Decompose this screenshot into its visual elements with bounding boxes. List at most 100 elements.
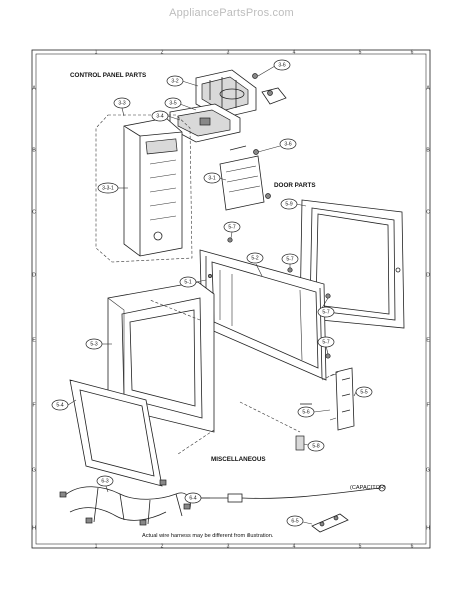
grid-top-1: 1 <box>95 49 98 55</box>
part-door-frame <box>199 249 327 381</box>
grid-left-H: H <box>32 525 36 531</box>
grid-right-A: A <box>426 85 430 91</box>
grid-top-5: 5 <box>359 49 362 55</box>
grid-left-C: C <box>32 209 36 215</box>
callout-3-4: 3-4 <box>151 110 181 122</box>
assembly-guides <box>149 299 339 455</box>
callout-3-1: 3-1 <box>203 172 227 184</box>
callout-6-3: 6-3 <box>96 475 114 493</box>
border-grid-right: A B C D E F G H <box>426 85 430 531</box>
grid-top-6: 6 <box>411 49 414 55</box>
callout-text-5-2: 5-2 <box>251 255 258 261</box>
grid-right-H: H <box>426 525 430 531</box>
heading-door: DOOR PARTS <box>274 182 316 189</box>
callout-5-4: 5-4 <box>51 399 77 411</box>
callout-text-5-8: 5-8 <box>312 443 319 449</box>
border-grid-bottom: 1 2 3 4 5 6 <box>95 543 414 549</box>
callout-text-3-3-1: 3-3-1 <box>102 185 114 191</box>
heading-control-panel: CONTROL PANEL PARTS <box>70 72 146 79</box>
grid-left-E: E <box>32 337 36 343</box>
grid-top-3: 3 <box>227 49 230 55</box>
callout-text-5-9: 5-9 <box>285 201 292 207</box>
grid-left-G: G <box>32 467 36 473</box>
part-control-unit <box>219 145 265 211</box>
grid-left-D: D <box>32 272 36 278</box>
grid-right-B: B <box>426 147 430 153</box>
part-capacitor-lead <box>196 484 386 503</box>
callout-3-3-1: 3-3-1 <box>97 182 128 194</box>
callout-3-6-top: 3-6 <box>257 59 291 77</box>
part-switch-bracket <box>169 87 287 143</box>
callout-text-5-7-b: 5-7 <box>286 256 293 262</box>
drawing-inner-frame <box>35 53 427 545</box>
callout-3-3: 3-3 <box>113 97 131 117</box>
callout-text-3-2: 3-2 <box>171 78 178 84</box>
drawing-frame <box>31 49 431 549</box>
grid-right-F: F <box>426 402 429 408</box>
part-wire-harness <box>59 479 191 526</box>
callout-text-5-3: 5-3 <box>90 341 97 347</box>
callout-text-5-6: 5-6 <box>302 409 309 415</box>
callout-5-5: 5-5 <box>353 386 373 398</box>
callout-5-1: 5-1 <box>179 276 207 288</box>
callout-text-6-5: 6-5 <box>291 518 298 524</box>
callout-6-4: 6-4 <box>184 492 210 504</box>
callout-text-6-4: 6-4 <box>189 495 196 501</box>
callout-text-5-7-c: 5-7 <box>322 309 329 315</box>
part-door-window <box>69 379 163 487</box>
grid-right-E: E <box>426 337 430 343</box>
callout-5-7-a: 5-7 <box>223 221 241 239</box>
part-control-panel <box>95 114 193 263</box>
callout-text-6-3: 6-3 <box>101 478 108 484</box>
callout-3-5: 3-5 <box>164 97 197 111</box>
callout-3-2: 3-2 <box>166 75 199 87</box>
callout-text-5-1: 5-1 <box>184 279 191 285</box>
callout-5-2: 5-2 <box>246 252 264 277</box>
callout-text-3-4: 3-4 <box>156 113 163 119</box>
callout-text-3-3: 3-3 <box>118 100 125 106</box>
part-door-latch <box>329 367 355 431</box>
screw-set-control <box>252 73 273 199</box>
callout-6-5: 6-5 <box>286 515 313 527</box>
callout-5-8: 5-8 <box>303 440 325 452</box>
grid-left-A: A <box>32 85 36 91</box>
callout-text-3-6-top: 3-6 <box>278 62 285 68</box>
callout-text-3-6-mid: 3-6 <box>284 141 291 147</box>
grid-top-2: 2 <box>161 49 164 55</box>
callout-text-3-5: 3-5 <box>169 100 176 106</box>
grid-right-G: G <box>426 467 430 473</box>
callout-5-3: 5-3 <box>85 338 112 350</box>
grid-bottom-5: 5 <box>359 543 362 549</box>
grid-top-4: 4 <box>293 49 296 55</box>
capacitor-note: (CAPACITOR) <box>350 485 386 491</box>
callout-text-5-7-d: 5-7 <box>322 339 329 345</box>
grid-right-C: C <box>426 209 430 215</box>
callout-5-9: 5-9 <box>280 198 307 210</box>
grid-left-B: B <box>32 147 36 153</box>
callout-5-7-c: 5-7 <box>317 297 335 318</box>
callout-text-5-5: 5-5 <box>360 389 367 395</box>
heading-misc: MISCELLANEOUS <box>211 456 266 463</box>
harness-note: Actual wire harness may be different fro… <box>142 533 274 539</box>
watermark: AppliancePartsPros.com <box>169 7 294 19</box>
grid-bottom-4: 4 <box>293 543 296 549</box>
callout-5-7-d: 5-7 <box>317 336 335 355</box>
callout-text-3-1: 3-1 <box>208 175 215 181</box>
grid-right-D: D <box>426 272 430 278</box>
callout-text-5-4: 5-4 <box>56 402 63 408</box>
grid-bottom-1: 1 <box>95 543 98 549</box>
grid-bottom-2: 2 <box>161 543 164 549</box>
border-grid-left: A B C D E F G H <box>32 85 36 531</box>
screw-set-door <box>227 237 331 359</box>
callout-5-6: 5-6 <box>297 406 331 418</box>
grid-bottom-3: 3 <box>227 543 230 549</box>
callout-3-6-mid: 3-6 <box>257 138 297 153</box>
callout-5-7-b: 5-7 <box>281 253 299 268</box>
part-latch-spring <box>295 435 305 451</box>
callout-text-5-7-a: 5-7 <box>228 224 235 230</box>
part-door-panel <box>107 281 215 433</box>
part-fuse-holder <box>311 513 349 533</box>
grid-bottom-6: 6 <box>411 543 414 549</box>
border-grid-top: 1 2 3 4 5 6 <box>95 49 414 55</box>
